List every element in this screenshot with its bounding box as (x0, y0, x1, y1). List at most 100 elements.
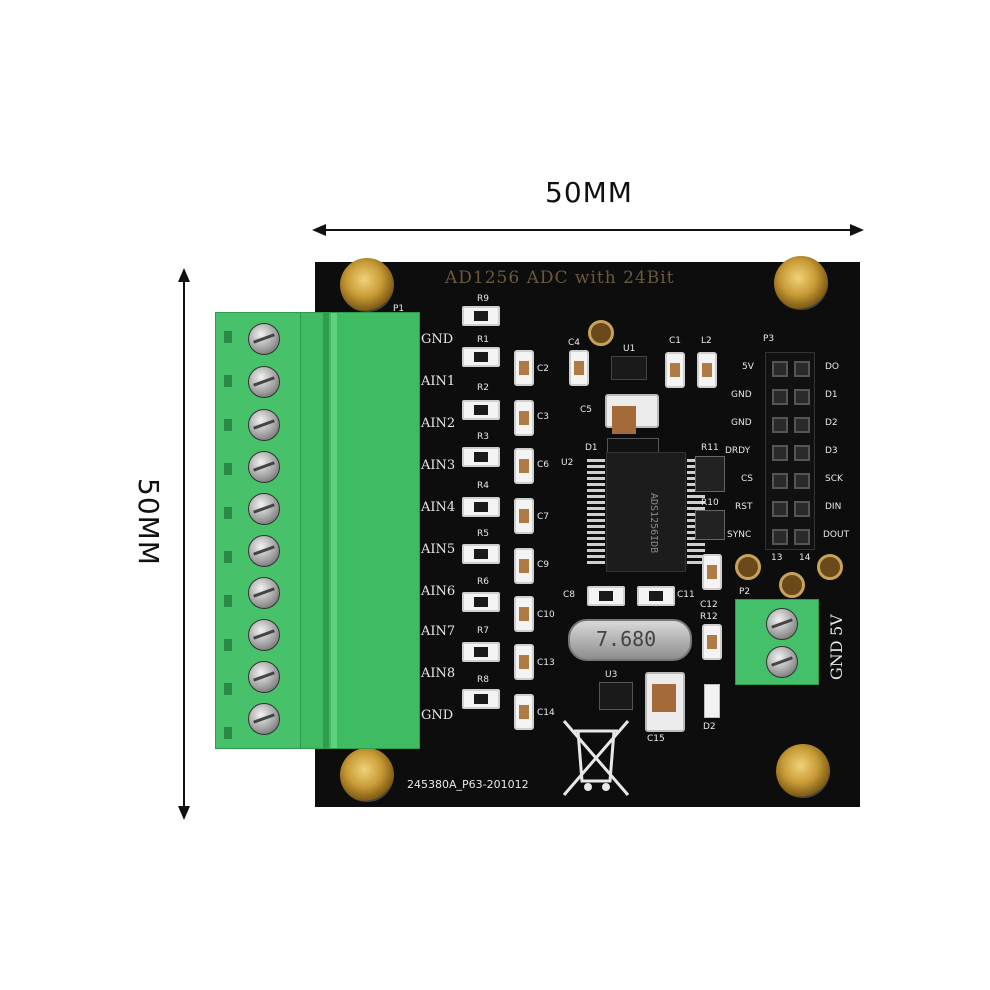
capacitor-smd (587, 586, 625, 606)
resistor (462, 592, 500, 612)
terminal-screw[interactable] (766, 646, 798, 678)
capacitor (514, 498, 534, 534)
pin-number: 13 (771, 553, 783, 563)
terminal-screw[interactable] (248, 451, 280, 483)
component-label: C5 (580, 405, 593, 415)
terminal-label: AIN5 (421, 542, 456, 557)
component-label: C15 (647, 734, 665, 744)
header-left-label: SYNC (727, 530, 752, 540)
power-label: GND (827, 640, 846, 680)
width-dimension-arrow (312, 224, 864, 236)
cap-label: C10 (537, 610, 555, 620)
terminal-label: AIN3 (421, 458, 456, 473)
terminal-screw[interactable] (248, 323, 280, 355)
capacitor (702, 554, 722, 590)
cap-label: C3 (537, 412, 550, 422)
header-name: P3 (763, 334, 775, 344)
power-label: 5V (827, 614, 846, 636)
header-right-label: D1 (825, 390, 838, 400)
crystal-label: 7.680 (596, 627, 657, 651)
capacitor (665, 352, 685, 388)
header-right-label: DOUT (823, 530, 850, 540)
chip-marking: ADS1256IDB (648, 493, 659, 554)
power-terminal-name: P2 (739, 587, 751, 597)
capacitor (514, 596, 534, 632)
component-label: R10 (701, 498, 719, 508)
header-left-label: CS (741, 474, 753, 484)
resistor-vertical (702, 624, 722, 660)
header-right-label: SCK (825, 474, 843, 484)
terminal-screw[interactable] (248, 577, 280, 609)
terminal-screw[interactable] (248, 661, 280, 693)
regulator-ic (611, 356, 647, 380)
terminal-label: AIN7 (421, 624, 456, 639)
analog-input-terminal-block (215, 312, 420, 749)
terminal-label: AIN8 (421, 666, 456, 681)
terminal-screw[interactable] (766, 608, 798, 640)
resistor-label: R3 (477, 432, 489, 442)
power-terminal-block (735, 599, 819, 685)
header-left-label: GND (731, 390, 752, 400)
component-label: U1 (623, 344, 636, 354)
resistor-label: R7 (477, 626, 489, 636)
via-hole (588, 320, 614, 346)
height-dimension-label: 50MM (132, 478, 165, 566)
component-label: C8 (563, 590, 576, 600)
mounting-screw (340, 748, 394, 802)
component-label: R12 (700, 612, 718, 622)
resistor-array (695, 456, 725, 492)
board-title: AD1256 ADC with 24Bit (445, 268, 675, 288)
terminal-screw[interactable] (248, 409, 280, 441)
component-label: C11 (677, 590, 695, 600)
via-hole (779, 572, 805, 598)
weee-recycle-icon (562, 720, 630, 796)
resistor-label: R1 (477, 335, 489, 345)
terminal-screw[interactable] (248, 619, 280, 651)
header-right-label: D2 (825, 418, 838, 428)
cap-label: C14 (537, 708, 555, 718)
terminal-screw[interactable] (248, 535, 280, 567)
via-hole (735, 554, 761, 580)
header-left-label: DRDY (725, 446, 751, 456)
component-label: C1 (669, 336, 682, 346)
component-label: U2 (561, 458, 574, 468)
width-dimension-label: 50MM (545, 176, 633, 209)
cap-label: C7 (537, 512, 550, 522)
resistor (462, 544, 500, 564)
resistor (462, 689, 500, 709)
resistor (462, 400, 500, 420)
header-left-label: 5V (742, 362, 754, 372)
resistor (462, 447, 500, 467)
resistor (462, 347, 500, 367)
terminal-screw[interactable] (248, 366, 280, 398)
terminal-screw[interactable] (248, 703, 280, 735)
capacitor-smd (637, 586, 675, 606)
header-right-label: DIN (825, 502, 842, 512)
crystal-oscillator: 7.680 (568, 619, 692, 661)
tantalum-capacitor (645, 672, 685, 732)
component-label: L2 (701, 336, 712, 346)
header-left-label: GND (731, 418, 752, 428)
component-label: C12 (700, 600, 718, 610)
board-serial: 245380A_P63-201012 (407, 778, 529, 791)
component-label: R11 (701, 443, 719, 453)
cap-label: C6 (537, 460, 550, 470)
terminal-label: GND (421, 332, 454, 347)
mounting-screw (776, 744, 830, 798)
cap-label: C9 (537, 560, 550, 570)
header-right-label: D3 (825, 446, 838, 456)
capacitor (514, 694, 534, 730)
capacitor (514, 400, 534, 436)
resistor-label: R2 (477, 383, 489, 393)
resistor-label: R6 (477, 577, 489, 587)
resistor (462, 306, 500, 326)
terminal-block-plug[interactable] (300, 312, 420, 749)
resistor-label: R5 (477, 529, 489, 539)
header-left-label: RST (735, 502, 753, 512)
connector-name: P1 (393, 304, 405, 314)
terminal-label: AIN2 (421, 416, 456, 431)
mounting-screw (340, 258, 394, 312)
component-label: C4 (568, 338, 581, 348)
terminal-screw[interactable] (248, 493, 280, 525)
capacitor (514, 350, 534, 386)
